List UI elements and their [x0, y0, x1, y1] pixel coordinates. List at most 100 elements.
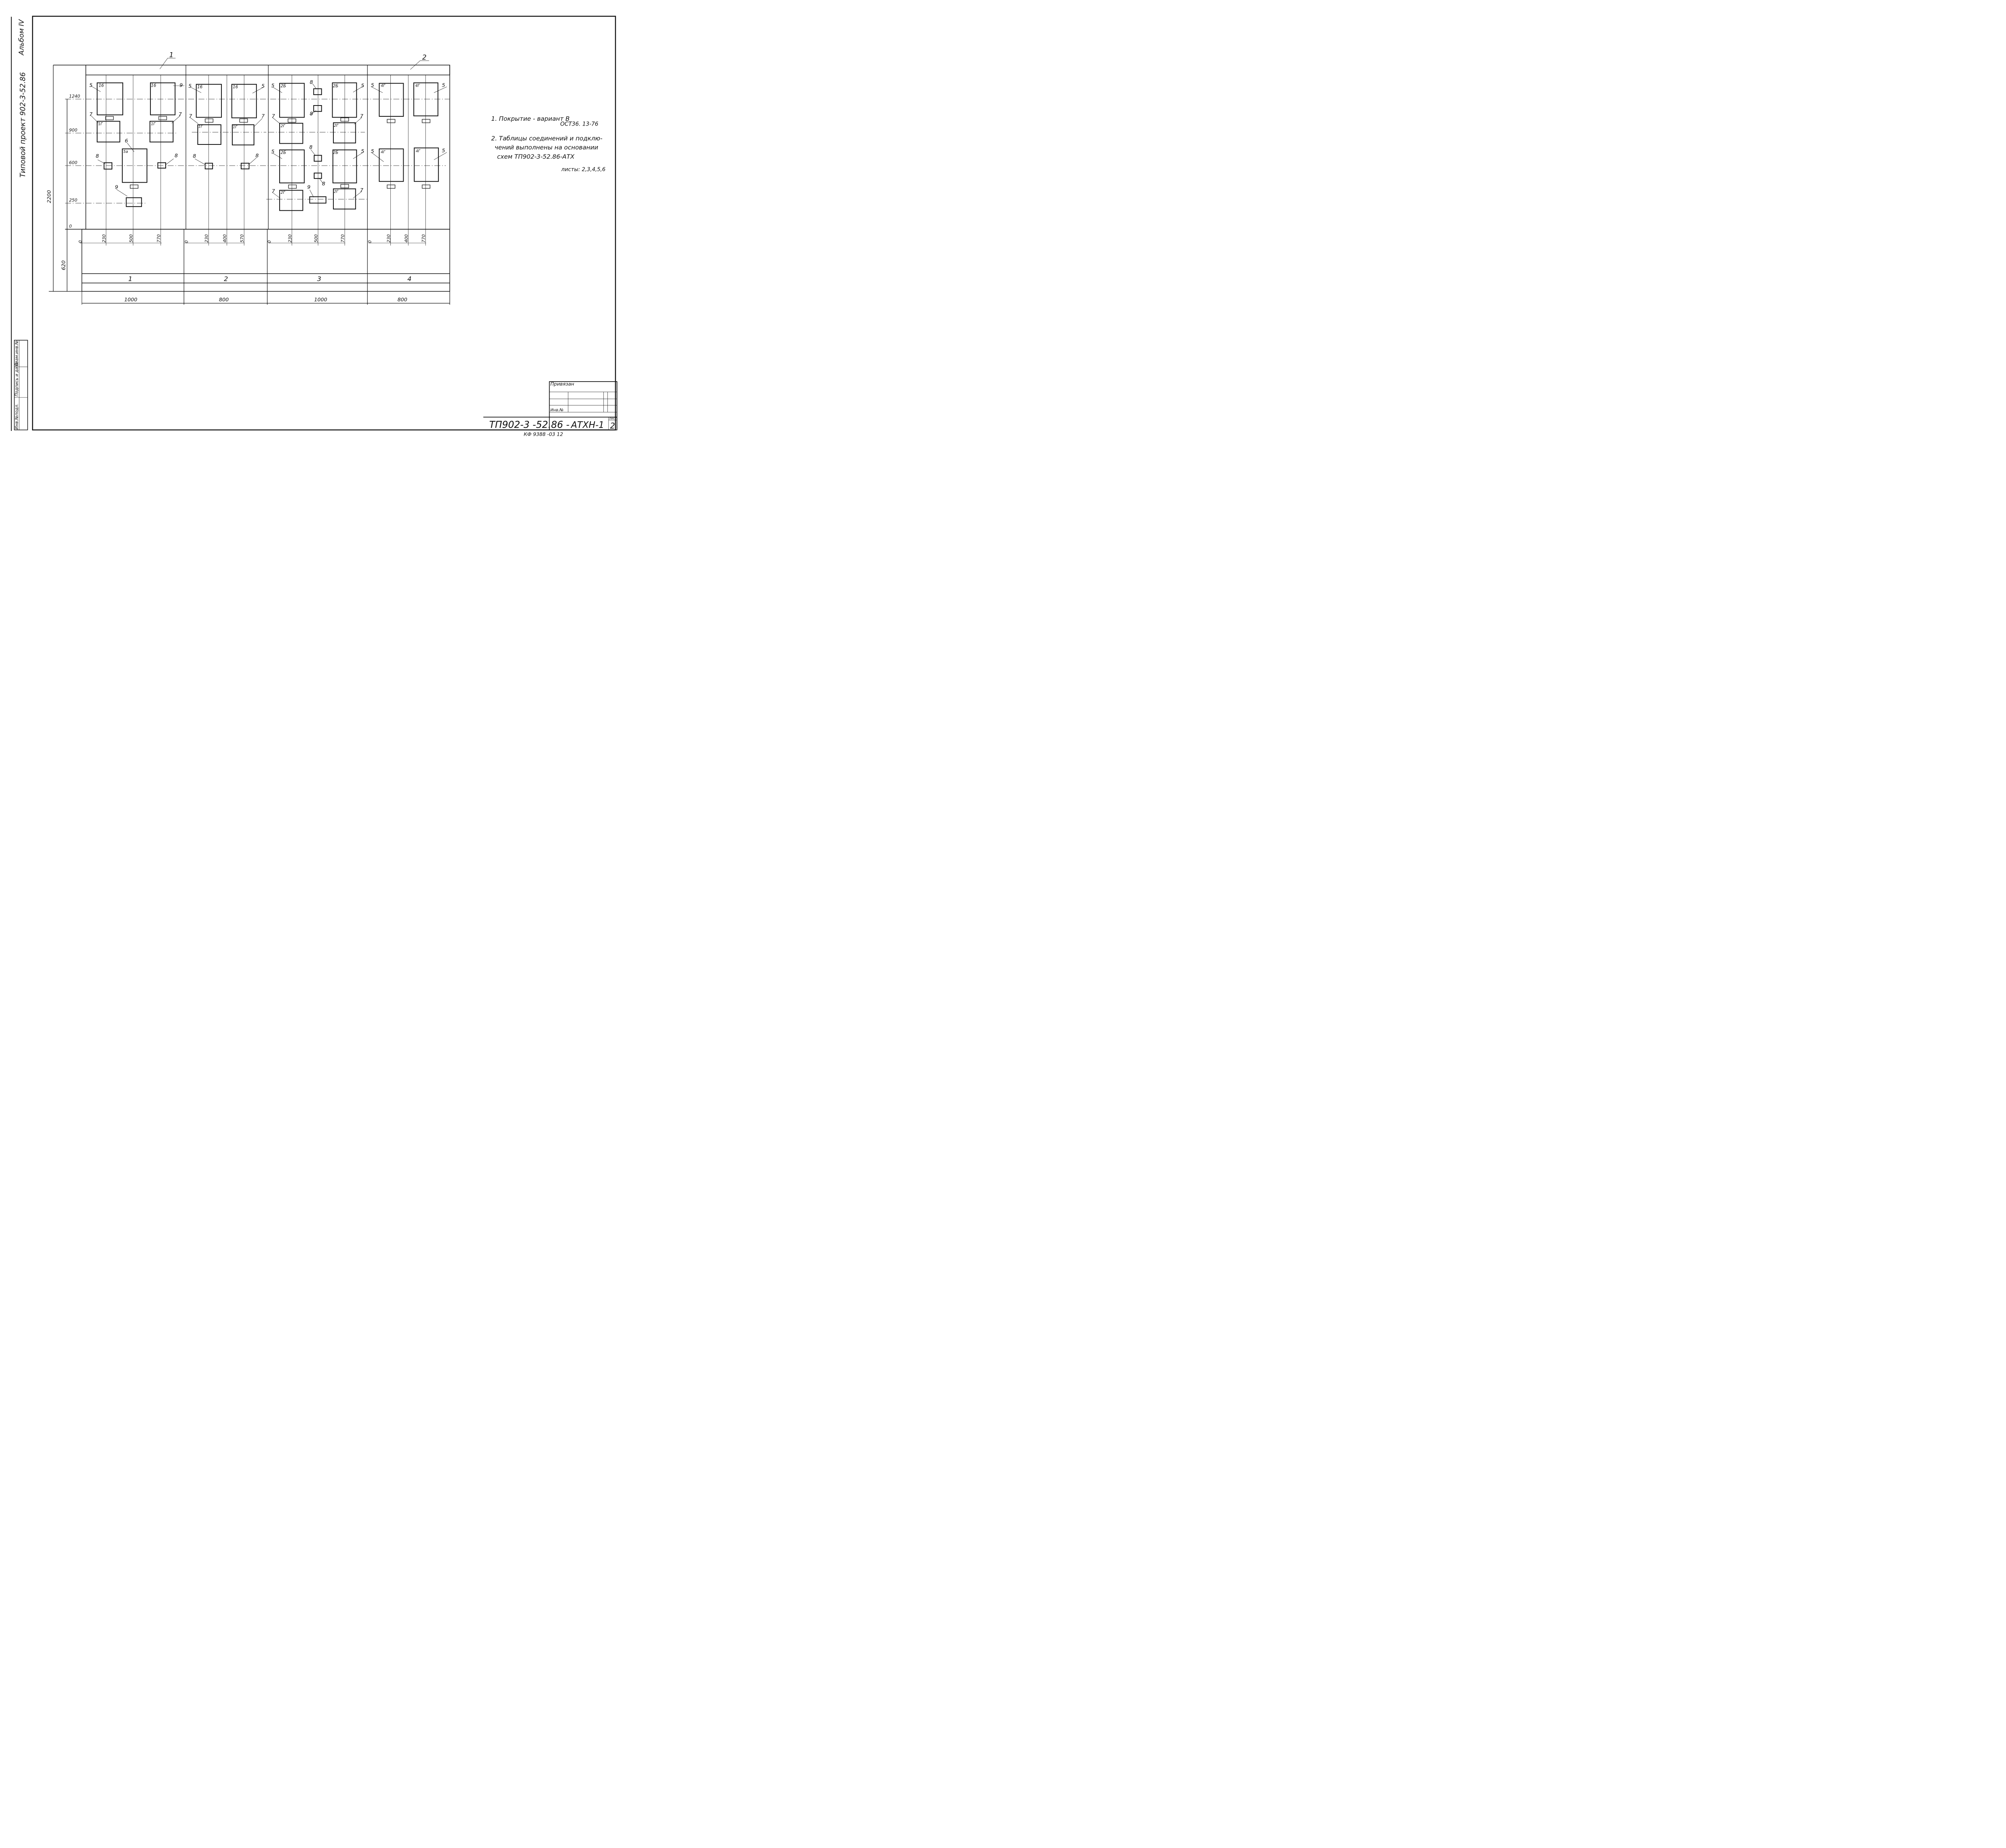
- svg-text:1Г: 1Г: [151, 122, 156, 126]
- svg-text:0: 0: [69, 224, 72, 229]
- svg-text:230: 230: [204, 234, 209, 243]
- svg-text:230: 230: [287, 234, 292, 243]
- panel-1-devices: [90, 82, 185, 207]
- panel-numbers: 1 2 3 4: [128, 275, 412, 282]
- svg-text:5: 5: [271, 83, 274, 89]
- panel-number-2: 2: [224, 275, 228, 282]
- svg-text:1000: 1000: [314, 297, 327, 303]
- svg-text:6: 6: [125, 138, 128, 144]
- svg-text:16: 16: [151, 83, 156, 88]
- notes: 1. Покрытие - вариант В ОСТ36. 13-76 2. …: [491, 115, 605, 173]
- svg-text:800: 800: [219, 297, 229, 303]
- position-mark-1: 1: [159, 51, 176, 69]
- drawing-sheet: Альбом IV Типовой проект 902-3-52.86 Инв…: [11, 16, 617, 437]
- svg-text:1000: 1000: [124, 297, 138, 303]
- panel-1-x-marks: 0 230 500 770: [78, 234, 161, 243]
- project-label: Типовой проект 902-3-52.86: [19, 72, 27, 178]
- note-2-line-2: чений выполнены на основании: [495, 144, 598, 151]
- attached-label: Привязан: [550, 381, 575, 387]
- panel-3-devices: [272, 82, 364, 211]
- svg-text:8: 8: [175, 153, 178, 159]
- title-block: Привязан Инв.№ ТП902-3 -52.86 - АТХН-1 Л…: [483, 381, 617, 431]
- svg-text:570: 570: [240, 234, 245, 243]
- panel-2-x-marks: 0 230 400 570: [184, 234, 245, 243]
- svg-text:7: 7: [272, 188, 275, 194]
- svg-text:2Б: 2Б: [280, 150, 286, 155]
- svg-text:8: 8: [95, 153, 99, 159]
- svg-text:8: 8: [193, 153, 196, 159]
- height-dim-label: 2200: [47, 190, 53, 203]
- svg-text:9: 9: [115, 185, 118, 191]
- svg-text:5: 5: [442, 148, 445, 154]
- svg-text:900: 900: [69, 128, 77, 133]
- svg-text:8: 8: [310, 111, 313, 117]
- note-2-line-4: листы: 2,3,4,5,6: [561, 167, 605, 173]
- svg-text:0: 0: [367, 240, 373, 243]
- svg-text:1Г: 1Г: [198, 124, 203, 129]
- svg-text:770: 770: [156, 234, 161, 243]
- svg-text:8: 8: [310, 79, 313, 85]
- panel-number-4: 4: [407, 275, 411, 282]
- svg-text:7: 7: [89, 112, 92, 118]
- album-label: Альбом IV: [18, 19, 26, 55]
- svg-text:2Б: 2Б: [333, 150, 339, 155]
- document-mark: АТХН-1: [570, 420, 604, 431]
- svg-text:2Г: 2Г: [334, 189, 339, 194]
- svg-text:2Б: 2Б: [333, 84, 339, 89]
- footer-code: КФ 9388 -03 12: [524, 431, 563, 437]
- panel-number-3: 3: [317, 275, 321, 282]
- panel-2-devices: [190, 84, 265, 169]
- svg-text:5: 5: [189, 83, 192, 89]
- base-dim-label: 620: [61, 260, 67, 270]
- panel-4-devices: [371, 82, 447, 189]
- vertical-axes: [106, 75, 426, 246]
- svg-text:16: 16: [197, 85, 203, 89]
- svg-text:1: 1: [169, 51, 174, 59]
- svg-text:770: 770: [421, 234, 426, 243]
- svg-text:770: 770: [340, 234, 345, 243]
- svg-text:5а: 5а: [123, 150, 128, 154]
- svg-text:1240: 1240: [69, 93, 80, 99]
- panel-3-x-marks: 0 230 500 770: [267, 234, 345, 243]
- inv-no-label: Инв.№: [550, 408, 564, 412]
- svg-text:2: 2: [422, 54, 426, 62]
- svg-text:5: 5: [361, 148, 364, 154]
- svg-text:4Г: 4Г: [416, 149, 420, 154]
- svg-text:230: 230: [102, 234, 107, 243]
- svg-text:800: 800: [398, 297, 407, 303]
- document-code: ТП902-3 -52.86 -: [489, 419, 569, 431]
- note-2-line-1: 2. Таблицы соединений и подклю-: [491, 135, 602, 142]
- svg-text:600: 600: [69, 160, 77, 165]
- stamp-inv-podl: Инв.№подл.: [14, 404, 19, 430]
- svg-text:4Г: 4Г: [415, 83, 420, 88]
- panel-4-x-marks: 0 230 400 770: [367, 234, 426, 243]
- width-dimensions: 1000 800 1000 800: [82, 291, 450, 305]
- svg-text:0: 0: [267, 240, 272, 243]
- svg-text:500: 500: [314, 234, 319, 243]
- svg-text:400: 400: [404, 234, 409, 243]
- panel-top-band: [85, 65, 450, 75]
- svg-text:16: 16: [99, 83, 104, 88]
- note-1-line-2: ОСТ36. 13-76: [560, 121, 598, 127]
- note-2-line-3: схем ТП902-3-52.86-АТХ: [497, 153, 575, 160]
- svg-text:7: 7: [179, 112, 182, 118]
- svg-text:9: 9: [179, 82, 183, 88]
- svg-text:9: 9: [307, 185, 311, 191]
- svg-text:1Г: 1Г: [233, 125, 238, 129]
- svg-text:2Г: 2Г: [280, 191, 285, 195]
- svg-text:8: 8: [309, 144, 313, 150]
- sheet-number: 2: [610, 421, 615, 431]
- drawing-frame: [32, 16, 616, 431]
- svg-text:7: 7: [360, 187, 363, 193]
- level-labels: 1240 900 600 250 0: [69, 93, 80, 229]
- svg-text:4Г: 4Г: [381, 150, 386, 154]
- svg-text:5: 5: [442, 82, 445, 88]
- left-stamp-column: Инв.№подл. Подпись и дата Взам.инв.№: [14, 340, 28, 431]
- svg-text:7: 7: [360, 114, 363, 120]
- svg-text:500: 500: [129, 234, 134, 243]
- svg-text:0: 0: [78, 240, 83, 243]
- svg-text:5: 5: [271, 149, 274, 155]
- note-1-line-1: 1. Покрытие - вариант В: [491, 115, 570, 122]
- svg-text:8: 8: [256, 153, 259, 159]
- svg-text:7: 7: [189, 114, 192, 120]
